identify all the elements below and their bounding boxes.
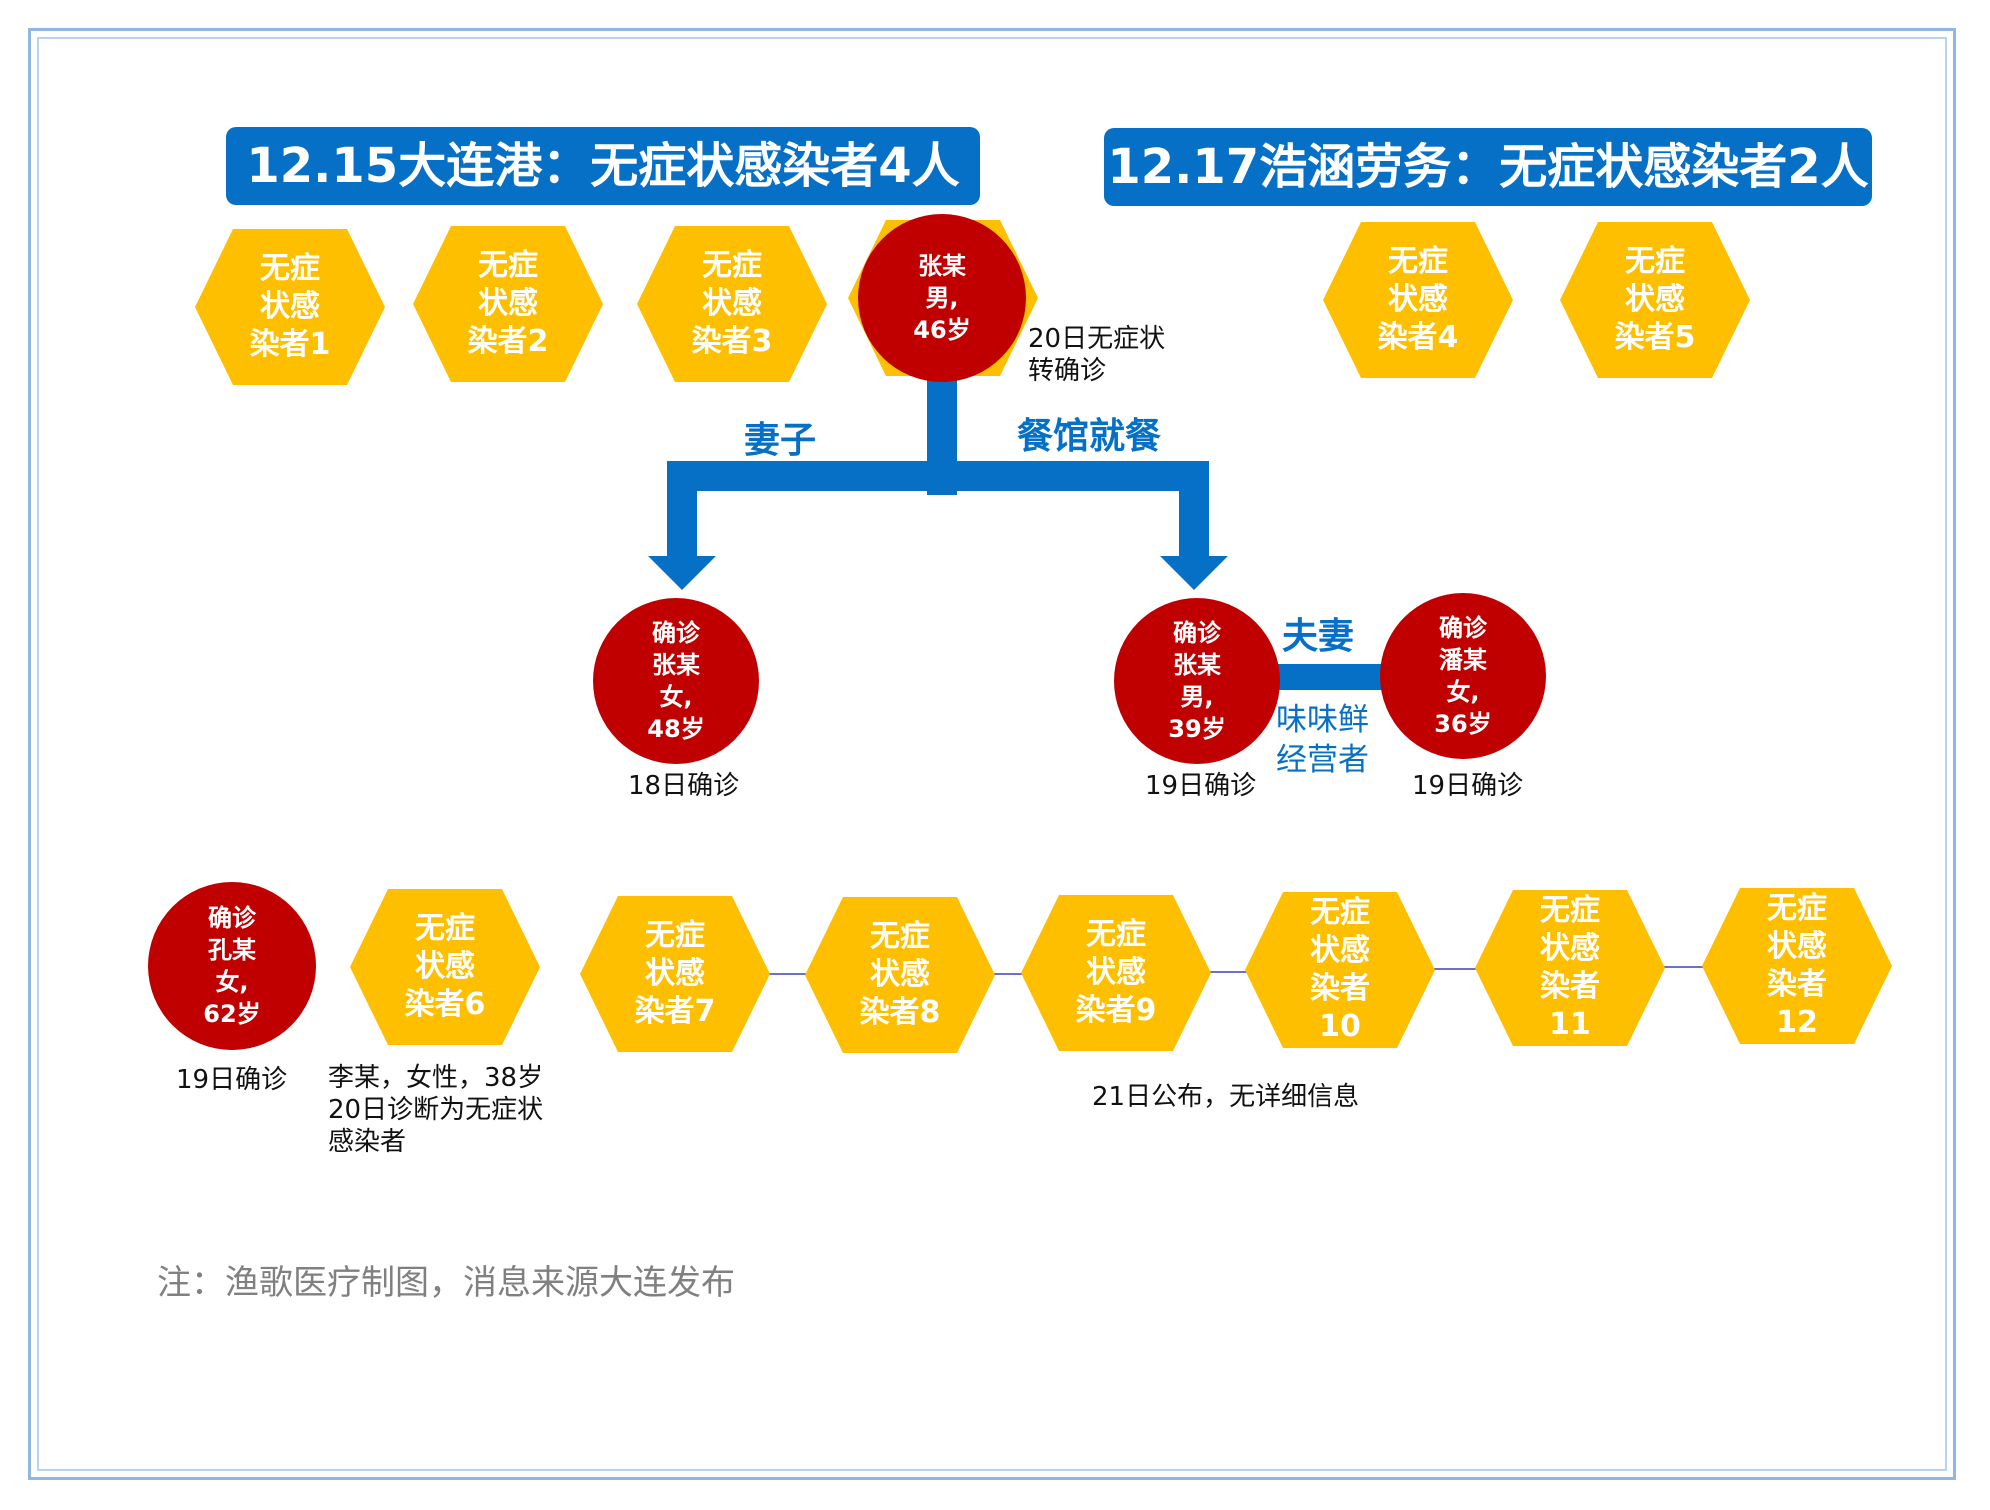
hex-label: 无症 状感 染者8 bbox=[859, 919, 941, 1030]
case-note-19c: 19日确诊 bbox=[176, 1065, 288, 1095]
spouse-link bbox=[1270, 664, 1400, 690]
hex-asymptomatic-12: 无症 状感 染者 12 bbox=[1702, 888, 1892, 1044]
chain-link bbox=[990, 973, 1050, 975]
edge-label-spouse: 夫妻 bbox=[1282, 616, 1355, 657]
edge-label-wife: 妻子 bbox=[744, 420, 817, 461]
hex-asymptomatic-8: 无症 状感 染者8 bbox=[805, 897, 995, 1053]
footer-note: 注：渔歌医疗制图，消息来源大连发布 bbox=[157, 1263, 735, 1303]
hex-asymptomatic-4: 无症 状感 染者4 bbox=[1323, 222, 1513, 378]
case-label: 确诊 孔某 女, 62岁 bbox=[203, 904, 261, 1028]
arrow-to-wife bbox=[648, 556, 716, 590]
index-case-note: 20日无症状 转确诊 bbox=[1028, 324, 1166, 386]
hex-asymptomatic-9: 无症 状感 染者9 bbox=[1021, 895, 1211, 1051]
banner-haohan-labor: 12.17浩涵劳务：无症状感染者2人 bbox=[1104, 128, 1872, 206]
edge-label-operator: 味味鲜 经营者 bbox=[1276, 702, 1369, 778]
hex-label: 无症 状感 染者 11 bbox=[1540, 893, 1600, 1042]
hex-label: 无症 状感 染者4 bbox=[1377, 244, 1459, 355]
hex-label: 无症 状感 染者5 bbox=[1614, 244, 1696, 355]
case6-note: 李某，女性，38岁 20日诊断为无症状 感染者 bbox=[328, 1063, 544, 1157]
hex-label: 无症 状感 染者7 bbox=[634, 918, 716, 1029]
hex-asymptomatic-2: 无症 状感 染者2 bbox=[413, 226, 603, 382]
edge-label-restaurant: 餐馆就餐 bbox=[1017, 416, 1162, 457]
case-circle-zhang-f48: 确诊 张某 女, 48岁 bbox=[593, 598, 759, 764]
banner-dalian-port: 12.15大连港：无症状感染者4人 bbox=[226, 127, 980, 205]
outer-frame bbox=[28, 28, 1956, 1480]
case-note-19a: 19日确诊 bbox=[1145, 771, 1257, 801]
case-circle-zhang-m39: 确诊 张某 男, 39岁 bbox=[1114, 598, 1280, 764]
hex-asymptomatic-10: 无症 状感 染者 10 bbox=[1245, 892, 1435, 1048]
hex-label: 无症 状感 染者9 bbox=[1075, 917, 1157, 1028]
chain-link bbox=[768, 973, 836, 975]
hex-asymptomatic-5: 无症 状感 染者5 bbox=[1560, 222, 1750, 378]
case-label: 确诊 张某 男, 39岁 bbox=[1168, 619, 1226, 743]
arrow-to-restaurant bbox=[1160, 556, 1228, 590]
hex-asymptomatic-1: 无症 状感 染者1 bbox=[195, 229, 385, 385]
hex-label: 无症 状感 染者 12 bbox=[1767, 891, 1827, 1040]
connector-horizontal bbox=[667, 461, 1209, 491]
case-note-18: 18日确诊 bbox=[628, 771, 740, 801]
hex-asymptomatic-6: 无症 状感 染者6 bbox=[350, 889, 540, 1045]
case-label: 确诊 潘某 女, 36岁 bbox=[1434, 614, 1492, 738]
case-circle-kong-f62: 确诊 孔某 女, 62岁 bbox=[148, 882, 316, 1050]
hex-asymptomatic-3: 无症 状感 染者3 bbox=[637, 226, 827, 382]
index-case-circle: 张某 男, 46岁 bbox=[858, 214, 1026, 382]
chain-link bbox=[1430, 968, 1510, 970]
chain-link bbox=[1205, 971, 1275, 973]
hex-label: 无症 状感 染者3 bbox=[691, 248, 773, 359]
case-circle-pan-f36: 确诊 潘某 女, 36岁 bbox=[1380, 593, 1546, 759]
hex-label: 无症 状感 染者2 bbox=[467, 248, 549, 359]
case-label: 确诊 张某 女, 48岁 bbox=[647, 619, 705, 743]
chain-link bbox=[1660, 966, 1740, 968]
case-label: 张某 男, 46岁 bbox=[913, 252, 971, 344]
hex-label: 无症 状感 染者6 bbox=[404, 911, 486, 1022]
hex-label: 无症 状感 染者1 bbox=[249, 251, 331, 362]
connector-left-down bbox=[667, 461, 697, 557]
case-note-19b: 19日确诊 bbox=[1412, 771, 1524, 801]
hex-asymptomatic-11: 无症 状感 染者 11 bbox=[1475, 890, 1665, 1046]
hex-label: 无症 状感 染者 10 bbox=[1310, 895, 1370, 1044]
connector-right-down bbox=[1179, 461, 1209, 557]
published-note: 21日公布，无详细信息 bbox=[1092, 1082, 1360, 1112]
hex-asymptomatic-7: 无症 状感 染者7 bbox=[580, 896, 770, 1052]
